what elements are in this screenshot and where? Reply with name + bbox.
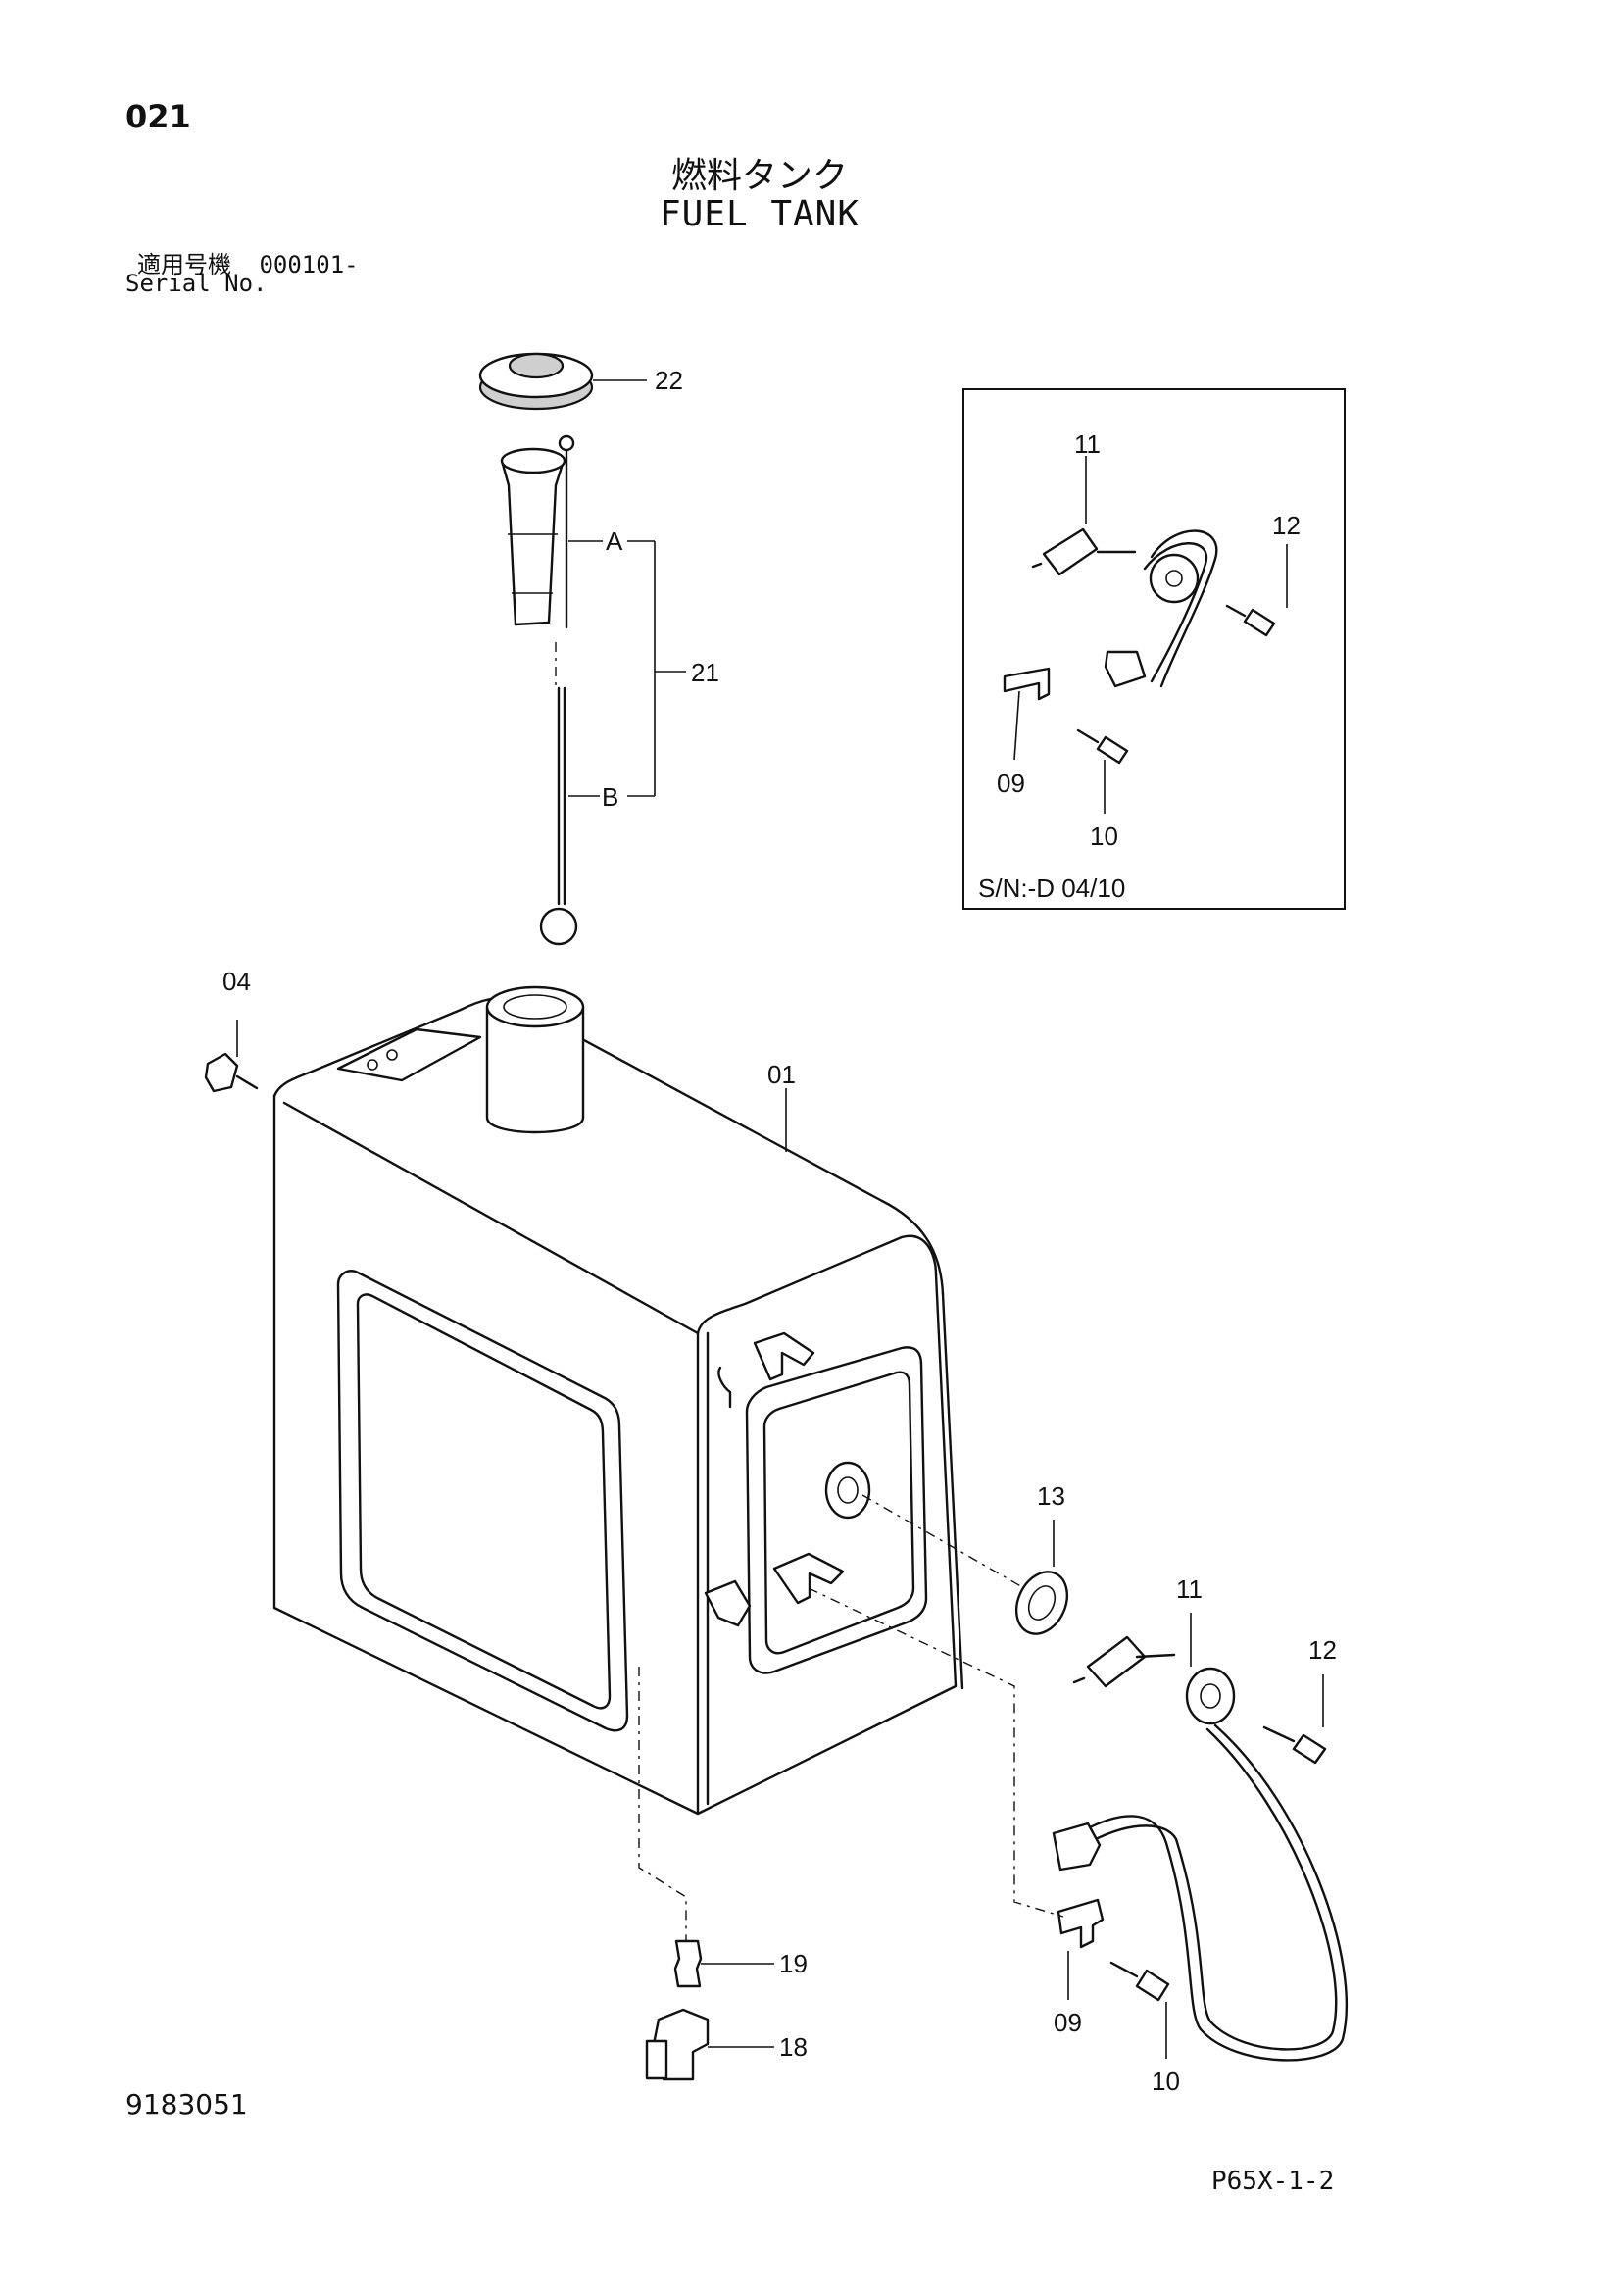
callout-21: 21 bbox=[691, 658, 719, 687]
drain-plug-19 bbox=[673, 1939, 703, 1988]
serial-label-english: Serial No. bbox=[125, 270, 268, 297]
callout-09: 09 bbox=[1054, 2008, 1082, 2037]
serial-label-japanese: 適用号機 000101- bbox=[137, 245, 359, 279]
page-code: P65X-1-2 bbox=[1211, 2167, 1335, 2196]
tank-bracket-side bbox=[704, 1579, 752, 1627]
fuel-cap-22: 22 bbox=[478, 352, 683, 411]
callout-04: 04 bbox=[222, 967, 251, 996]
hose-fitting bbox=[1052, 1822, 1102, 1872]
top-plate bbox=[336, 1027, 482, 1082]
inset-bolt-12 bbox=[1243, 608, 1276, 637]
tank-bracket-mid bbox=[772, 1552, 845, 1605]
packing-13: 13 bbox=[861, 1481, 1069, 1635]
inset-callout-09: 09 bbox=[997, 769, 1025, 798]
tank-right-face bbox=[696, 1273, 958, 1816]
serial-label-jp-text: 適用号機 bbox=[137, 251, 231, 278]
callout-18: 18 bbox=[779, 2032, 808, 2062]
tank-right-panel-outer bbox=[745, 1346, 928, 1674]
inset-sender-pin bbox=[1031, 562, 1043, 569]
tank-right-rim bbox=[941, 1292, 964, 1690]
tank-left-face bbox=[272, 1094, 700, 1816]
page-title-japanese: 燃料タンク bbox=[670, 156, 848, 196]
filler-neck bbox=[485, 1007, 585, 1134]
hose-inner bbox=[1090, 1727, 1338, 2051]
inset-bolt-10 bbox=[1096, 735, 1129, 765]
tank-bracket-top bbox=[753, 1331, 815, 1381]
inset-callout-10: 10 bbox=[1090, 822, 1118, 851]
inset-callout-11: 11 bbox=[1074, 429, 1101, 459]
inset-hose-fitting bbox=[1104, 650, 1147, 688]
callout-a: A bbox=[606, 526, 623, 556]
strainer-21: A B 21 bbox=[500, 434, 719, 946]
inset-bracket-09 bbox=[1003, 667, 1051, 701]
inset-bolt-10-shank bbox=[1076, 728, 1100, 744]
plug-04: 04 bbox=[204, 967, 259, 1093]
inset-hose-upper bbox=[1150, 529, 1218, 688]
callout-13: 13 bbox=[1037, 1481, 1065, 1511]
inset-detail: 11 12 09 10 S/N:-D 04/10 bbox=[962, 388, 1346, 910]
inset-callout-12: 12 bbox=[1272, 511, 1301, 540]
callout-11: 11 bbox=[1176, 1574, 1203, 1604]
strainer-body-a bbox=[500, 459, 566, 626]
inset-leader-09 bbox=[1013, 690, 1020, 761]
inset-frame bbox=[962, 388, 1346, 910]
drain-assembly: 19 18 bbox=[638, 1667, 808, 2081]
bracket-09 bbox=[1057, 1898, 1105, 1949]
sender-plug-11 bbox=[1086, 1635, 1147, 1688]
bolt-12 bbox=[1292, 1733, 1327, 1765]
serial-value: 000101- bbox=[259, 251, 359, 278]
tank-top-front-edge bbox=[282, 1101, 700, 1335]
inset-sender-plug bbox=[1042, 527, 1099, 576]
gauge-float bbox=[539, 907, 578, 946]
tank-left-panel-outer bbox=[336, 1270, 629, 1732]
page-number: 021 bbox=[125, 98, 191, 135]
sender-assembly: 11 12 09 10 bbox=[808, 1574, 1348, 2096]
bolt-10 bbox=[1135, 1969, 1170, 2002]
inset-hose-lower bbox=[1143, 542, 1208, 683]
tank-pipe bbox=[717, 1366, 732, 1409]
tank-right-panel-inner bbox=[762, 1371, 915, 1655]
tank-left-panel-inner bbox=[356, 1293, 612, 1710]
hose-outer bbox=[1086, 1723, 1348, 2062]
inset-sender-hole bbox=[1165, 570, 1183, 587]
callout-b: B bbox=[602, 782, 618, 812]
inset-note: S/N:-D 04/10 bbox=[978, 873, 1125, 903]
inset-bolt-12-shank bbox=[1225, 604, 1247, 618]
inset-sender-flange bbox=[1149, 553, 1200, 604]
tank-front-top-edge bbox=[696, 1234, 938, 1335]
callout-01: 01 bbox=[767, 1060, 796, 1089]
drawing-number: 9183051 bbox=[125, 2088, 248, 2121]
fuel-tank-01: 01 bbox=[272, 985, 964, 1816]
callout-22: 22 bbox=[655, 366, 683, 395]
callout-12: 12 bbox=[1308, 1635, 1337, 1665]
callout-10: 10 bbox=[1152, 2067, 1180, 2096]
page-title: FUEL TANK bbox=[659, 194, 861, 234]
callout-19: 19 bbox=[779, 1949, 808, 1978]
sender-port bbox=[824, 1461, 871, 1520]
tank-top-edge bbox=[272, 996, 945, 1296]
sender-flange-11 bbox=[1185, 1667, 1236, 1725]
